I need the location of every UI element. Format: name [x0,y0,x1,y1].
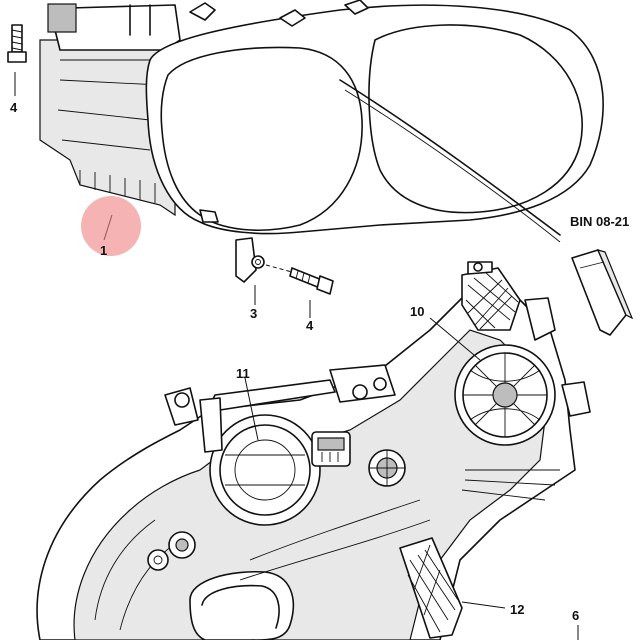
lower-headlamp-assembly [36,261,591,640]
callout-12: 12 [510,602,524,617]
highlight-marker [81,196,141,256]
callout-10: 10 [410,304,424,319]
callout-1: 1 [100,243,107,258]
bolt-4-middle [265,264,334,295]
callout-4-middle: 4 [306,318,314,333]
upper-headlamp-assembly [39,0,604,283]
bin-clip-part [571,249,634,336]
bolt-4-top-left [7,24,27,63]
bin-reference-label: BIN 08-21 [570,214,629,229]
callout-3: 3 [250,306,257,321]
callout-4-top-left: 4 [10,100,18,115]
callout-11: 11 [236,366,250,381]
callout-6: 6 [572,608,579,623]
